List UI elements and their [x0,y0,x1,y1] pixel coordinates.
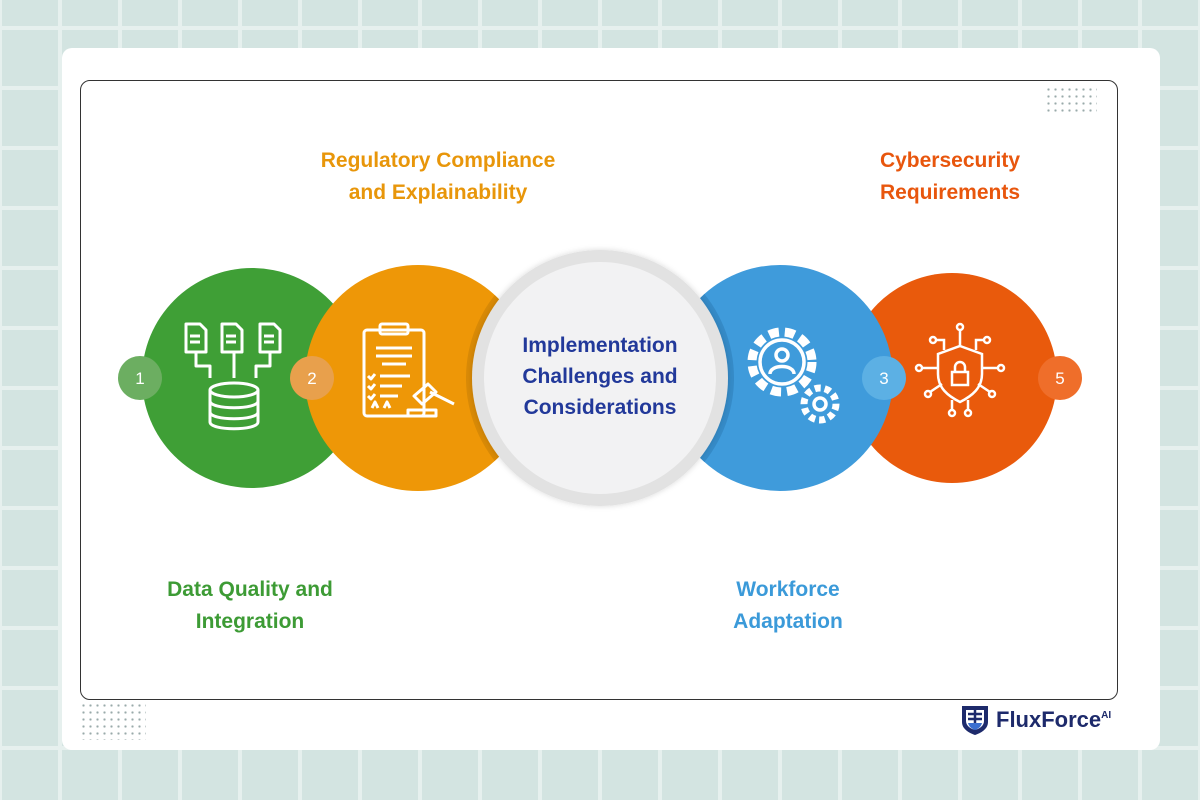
content-frame [80,80,1118,700]
dot-pattern [1045,86,1097,116]
dot-pattern [80,702,146,740]
center-circle [484,262,716,494]
label-regulatory-compliance: Regulatory Compliance and Explainability [320,149,556,204]
shield-logo-icon [962,706,988,735]
badge-3: 3 [862,356,906,400]
badge-1: 1 [118,356,162,400]
gear-user-icon [747,327,840,424]
svg-text:5: 5 [1055,369,1064,388]
logo-name: FluxForce [996,707,1102,732]
shield-lock-circuit-icon [914,322,1006,418]
label-workforce: Workforce Adaptation [733,578,843,633]
circle-workforce [667,265,893,491]
label-cybersecurity: Cybersecurity Requirements [879,149,1021,204]
circle-regulatory [305,265,531,491]
badge-5: 5 [1038,356,1082,400]
documents-to-database-icon [184,322,282,431]
logo-suffix: AI [1101,709,1112,721]
badge-2: 2 [290,356,334,400]
clipboard-gavel-icon [362,322,455,418]
svg-text:1: 1 [135,369,144,388]
svg-text:3: 3 [879,369,888,388]
svg-text:2: 2 [307,369,316,388]
label-data-quality: Data Quality and Integration [167,578,333,633]
center-title: Implementation Challenges and Considerat… [522,334,678,419]
